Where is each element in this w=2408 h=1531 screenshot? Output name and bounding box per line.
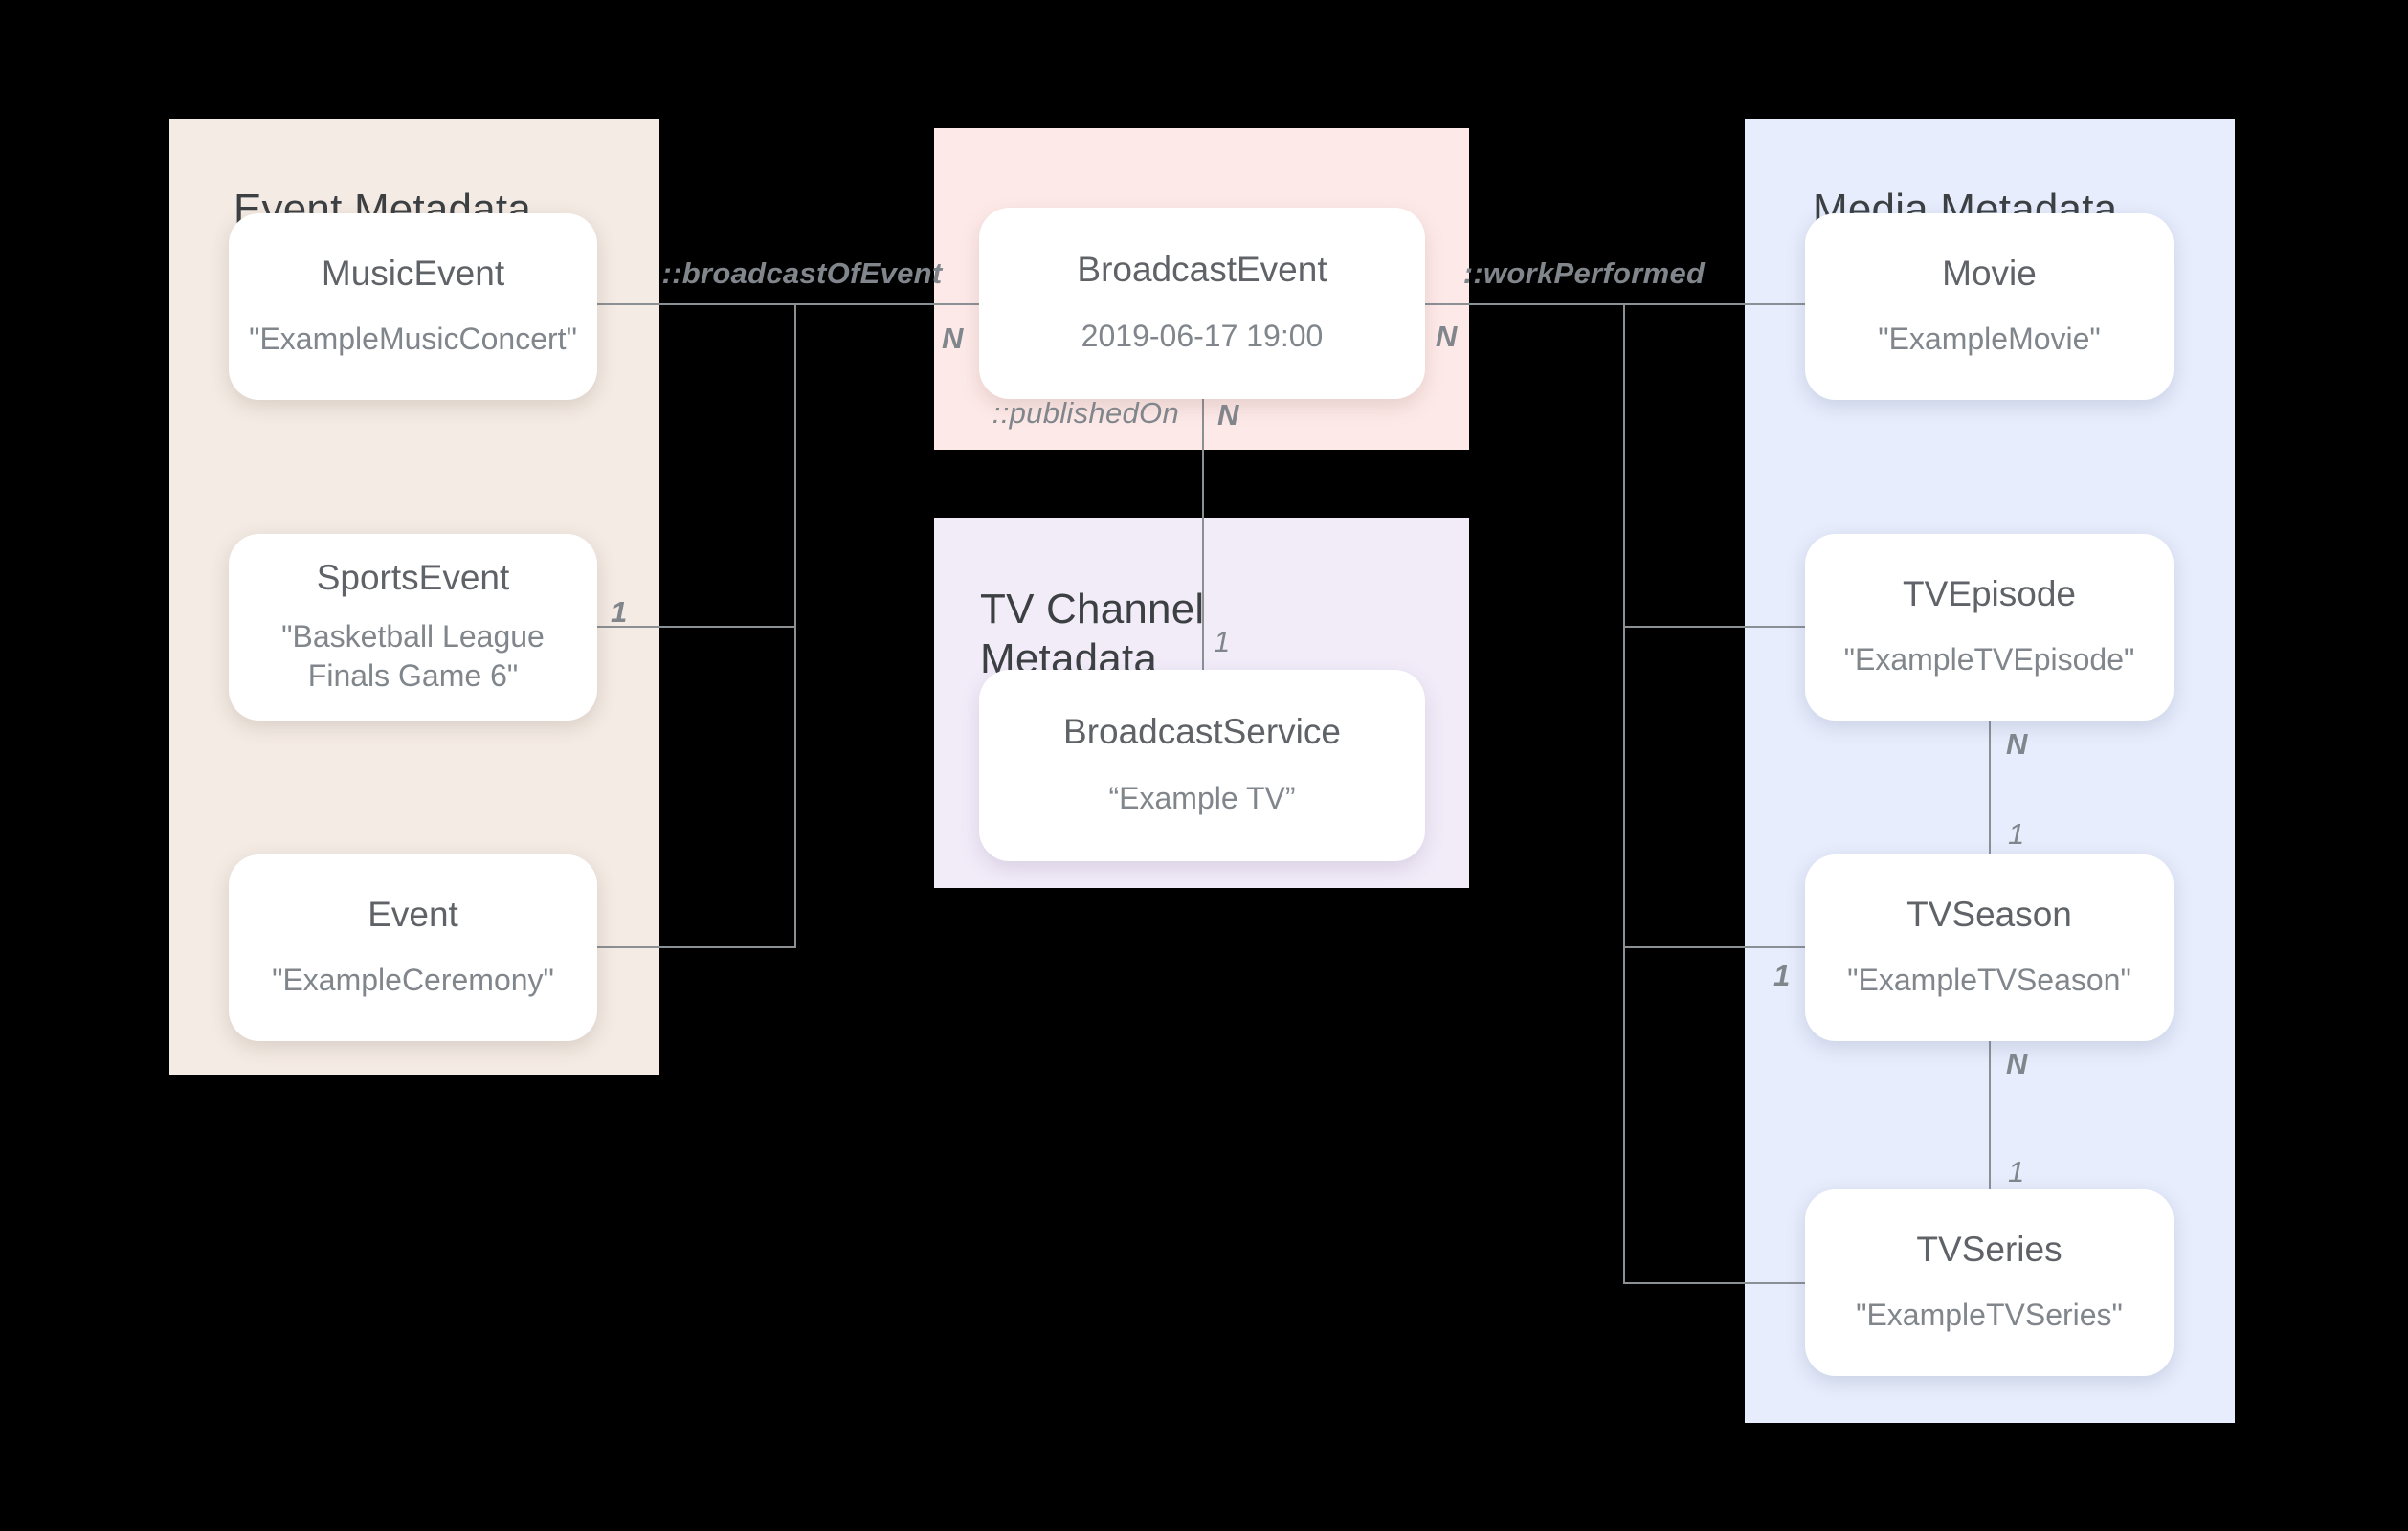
node-music-event: MusicEvent "ExampleMusicConcert" <box>229 213 597 400</box>
edge-tvseason-branch <box>1623 946 1805 948</box>
cardinality-tvepisode-n: N <box>2006 727 2028 761</box>
node-movie: Movie "ExampleMovie" <box>1805 213 2174 400</box>
node-value: "ExampleMovie" <box>1878 322 2101 357</box>
cardinality-broadcastevent-right-n: N <box>1436 320 1458 353</box>
node-title: SportsEvent <box>316 558 510 598</box>
cardinality-publishedon-n: N <box>1217 398 1239 432</box>
cardinality-broadcastevent-left-n: N <box>942 322 964 355</box>
edge-tvseries-branch <box>1623 1282 1805 1284</box>
node-broadcast-service: BroadcastService “Example TV” <box>979 670 1425 861</box>
node-broadcast-event: BroadcastEvent 2019-06-17 19:00 <box>979 208 1425 399</box>
edge-label-published-on: ::publishedOn <box>992 396 1179 430</box>
edge-event-branch <box>597 946 796 948</box>
cardinality-tvseason-bottom-n: N <box>2006 1047 2028 1080</box>
node-tv-series: TVSeries "ExampleTVSeries" <box>1805 1189 2174 1376</box>
node-value: "ExampleMusicConcert" <box>249 322 577 357</box>
node-title: Movie <box>1942 253 2037 293</box>
node-tv-episode: TVEpisode "ExampleTVEpisode" <box>1805 534 2174 721</box>
edge-label-broadcast-of-event: ::broadcastOfEvent <box>661 256 943 290</box>
node-title: BroadcastService <box>1063 712 1341 752</box>
node-sports-event: SportsEvent "Basketball League Finals Ga… <box>229 534 597 721</box>
edge-broadcastevent-movie <box>1424 303 1805 305</box>
node-event: Event "ExampleCeremony" <box>229 854 597 1041</box>
node-title: TVEpisode <box>1903 573 2076 613</box>
edge-tvepisode-tvseason <box>1989 721 1991 854</box>
node-value: "ExampleTVSeries" <box>1856 1298 2123 1333</box>
node-title: MusicEvent <box>321 253 505 293</box>
cardinality-tvseries-1: 1 <box>2008 1155 2025 1188</box>
node-title: Event <box>368 894 458 934</box>
node-title: BroadcastEvent <box>1077 250 1327 290</box>
node-value: "ExampleTVSeason" <box>1847 963 2131 998</box>
edge-left-trunk <box>794 303 796 948</box>
edge-right-trunk <box>1623 303 1625 1284</box>
node-value: "ExampleTVEpisode" <box>1843 642 2135 677</box>
edge-tvepisode-branch <box>1623 626 1805 628</box>
edge-sportsevent-branch <box>597 626 796 628</box>
node-value: 2019-06-17 19:00 <box>1081 318 1324 353</box>
edge-publishedon <box>1202 399 1204 670</box>
node-value: "ExampleCeremony" <box>272 963 554 998</box>
node-value: “Example TV” <box>1108 780 1296 815</box>
node-value: "Basketball League Finals Game 6" <box>281 618 545 693</box>
cardinality-broadcastservice-1: 1 <box>1214 625 1231 658</box>
node-title: TVSeries <box>1916 1229 2062 1269</box>
node-title: TVSeason <box>1906 894 2072 934</box>
edge-tvseason-tvseries <box>1989 1041 1991 1189</box>
cardinality-tvseason-left-1: 1 <box>1773 959 1791 992</box>
cardinality-tvseason-top-1: 1 <box>2008 817 2025 851</box>
edge-label-work-performed: ::workPerformed <box>1462 256 1706 290</box>
node-tv-season: TVSeason "ExampleTVSeason" <box>1805 854 2174 1041</box>
cardinality-sportsevent-1: 1 <box>611 595 628 629</box>
edge-musicevent-broadcastevent <box>597 303 981 305</box>
